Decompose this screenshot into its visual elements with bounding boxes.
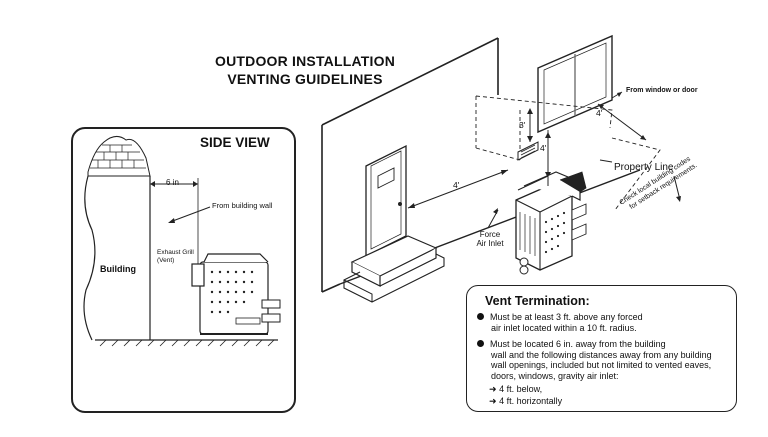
vent-termination-heading: Vent Termination: <box>485 294 590 308</box>
rule-2-line-3: wall openings, included but not limited … <box>491 360 712 370</box>
property-line-label: Property Line <box>614 162 674 173</box>
heater-side <box>191 253 281 335</box>
dim-4ft-vertical-label: 4' <box>540 143 547 153</box>
brick-wall-top <box>87 136 151 177</box>
force-air-inlet-label: Force Air Inlet <box>473 230 507 248</box>
window <box>537 34 613 134</box>
vent-rule-2: Must be located 6 in. away from the buil… <box>477 339 732 381</box>
exhaust-line-2: (Vent) <box>157 257 175 264</box>
door-steps <box>343 235 445 303</box>
clearance-zone <box>475 95 661 211</box>
rule-2-line-1: Must be located 6 in. away from the buil… <box>490 339 666 349</box>
arrow-2-text: 4 ft. horizontally <box>499 396 563 406</box>
title-line-2: VENTING GUIDELINES <box>227 71 383 87</box>
vent-termination-box: Vent Termination: Must be at least 3 ft.… <box>466 285 737 412</box>
title-line-1: OUTDOOR INSTALLATION <box>214 53 396 69</box>
building-outline <box>83 175 96 341</box>
heater-side-dots <box>210 270 254 314</box>
arrow-1-text: 4 ft. below, <box>499 384 543 394</box>
exhaust-line-1: Exhaust Grill <box>157 249 194 256</box>
dim-4ft-window-label: 4' <box>596 108 603 118</box>
from-window-label: From window or door <box>626 87 698 94</box>
six-inch-label: 6 in <box>166 178 179 187</box>
heater-unit <box>515 171 587 275</box>
arrow-item-below: ➜ 4 ft. below, <box>489 384 542 395</box>
force-line-1: Force <box>479 230 501 239</box>
window-4ft-dimension <box>597 91 647 141</box>
arrow-item-horizontal: ➜ 4 ft. horizontally <box>489 396 562 407</box>
force-line-2: Air Inlet <box>476 239 504 248</box>
dim-4ft-door <box>407 169 509 209</box>
vent-rule-1: Must be at least 3 ft. above any forced … <box>477 312 732 333</box>
vent-grill <box>517 141 539 161</box>
bullet-icon <box>477 313 484 320</box>
dim-3ft-label: 3' <box>519 120 526 130</box>
bullet-icon <box>477 340 484 347</box>
right-arrow-icon: ➜ <box>489 384 497 394</box>
dim-4ft-door-label: 4' <box>453 180 460 190</box>
right-arrow-icon: ➜ <box>489 396 497 406</box>
dim-3ft <box>527 108 533 142</box>
exhaust-grill-label: Exhaust Grill (Vent) <box>157 249 194 265</box>
from-building-wall-label: From building wall <box>212 201 273 210</box>
side-view-drawing <box>83 136 281 347</box>
diagram-title: OUTDOOR INSTALLATION VENTING GUIDELINES <box>190 52 420 88</box>
building-label: Building <box>100 264 136 274</box>
door <box>365 144 407 258</box>
dim-4ft-vertical <box>545 132 551 178</box>
rule-1-line-1: Must be at least 3 ft. above any forced <box>490 312 643 322</box>
rule-2-line-2: wall and the following distances away fr… <box>491 349 712 360</box>
side-view-heading: SIDE VIEW <box>200 135 270 150</box>
rule-2-line-4: doors, windows, gravity air inlet: <box>491 370 619 381</box>
rule-1-line-2: air inlet located within a 10 ft. radius… <box>491 322 637 333</box>
